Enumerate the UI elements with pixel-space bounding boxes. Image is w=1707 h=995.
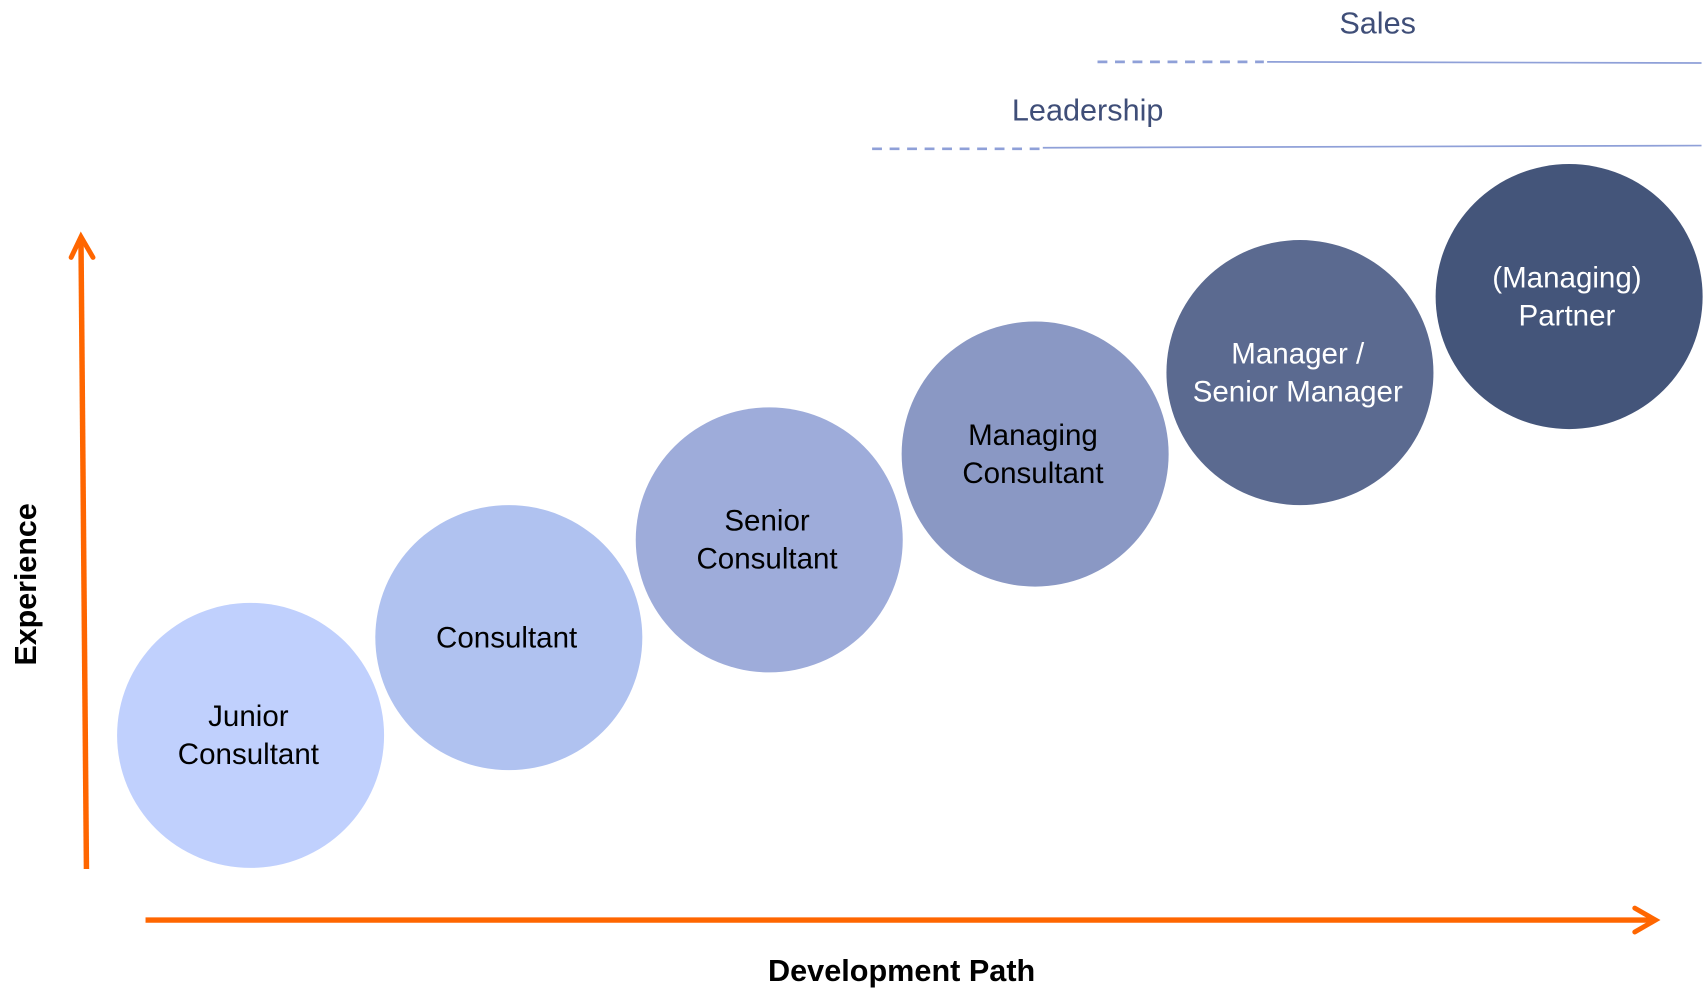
y-axis-label: Experience	[9, 503, 43, 665]
stage-label: Consultant	[436, 621, 577, 654]
track-sales: Sales	[1097, 7, 1702, 64]
x-axis-arrow	[145, 905, 1661, 935]
x-axis-label: Development Path	[768, 954, 1035, 988]
stage-label: Partner	[1519, 299, 1616, 332]
track-label-leadership: Leadership	[1012, 94, 1164, 128]
track-leadership: Leadership	[872, 94, 1702, 151]
stage-label: Consultant	[178, 738, 319, 771]
y-axis-arrow	[68, 231, 96, 870]
stage-label: Senior Manager	[1193, 375, 1403, 408]
stage-6: (Managing) Partner	[1435, 164, 1703, 430]
stage-2: Consultant	[375, 505, 643, 771]
track-solid-line	[1267, 61, 1702, 64]
stage-label: Manager /	[1231, 337, 1365, 370]
stage-label: Consultant	[696, 543, 837, 576]
stage-circle	[375, 505, 643, 771]
stage-label: (Managing)	[1492, 261, 1641, 294]
stage-circle	[1435, 164, 1703, 430]
stage-label: Managing	[968, 419, 1098, 452]
track-label-sales: Sales	[1339, 7, 1416, 41]
stage-label: Senior	[724, 505, 810, 538]
track-solid-line	[1042, 144, 1702, 149]
stage-circle	[635, 407, 903, 673]
stage-circle	[117, 602, 385, 868]
stage-label: Consultant	[962, 457, 1103, 490]
stage-label: Junior	[208, 700, 289, 733]
stage-circle	[1166, 240, 1434, 506]
stage-5: Manager / Senior Manager	[1166, 240, 1434, 506]
stage-circle	[901, 321, 1169, 587]
